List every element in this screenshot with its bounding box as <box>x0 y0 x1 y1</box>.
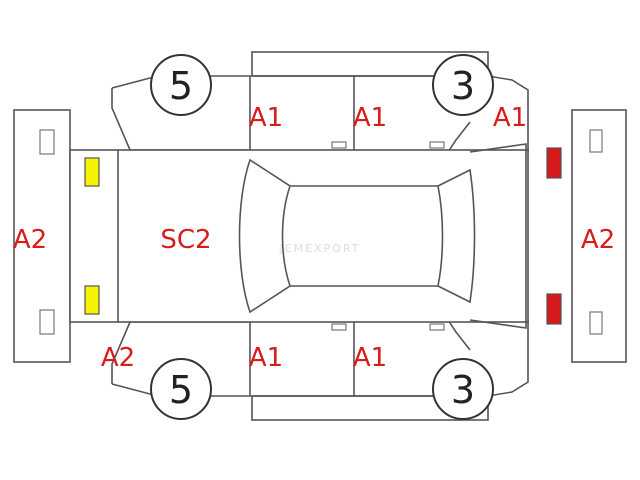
tire-top-right: 3 <box>432 54 494 116</box>
rear-bumper <box>571 109 627 363</box>
tire-bottom-left: 5 <box>150 358 212 420</box>
tire-number-top-right: 3 <box>451 64 475 108</box>
code-a1-bottom-left-door: A1 <box>249 343 283 373</box>
car-top-view <box>69 143 529 329</box>
code-a2-front-bumper: A2 <box>13 225 47 255</box>
headlight-marker-bottom <box>84 285 100 315</box>
code-a1-top-right-door: A1 <box>353 103 387 133</box>
taillight-marker-top <box>546 147 562 179</box>
code-sc2-hood: SC2 <box>160 225 211 255</box>
tire-bottom-right: 3 <box>432 358 494 420</box>
front-bumper <box>13 109 71 363</box>
tire-number-bottom-left: 5 <box>169 368 193 412</box>
code-a2-bottom-left-corner: A2 <box>101 343 135 373</box>
code-a1-bottom-right-door: A1 <box>353 343 387 373</box>
watermark: JEMEXPORT <box>278 242 360 255</box>
headlight-marker-top <box>84 157 100 187</box>
code-a1-top-left-door: A1 <box>249 103 283 133</box>
tire-top-left: 5 <box>150 54 212 116</box>
tire-number-top-left: 5 <box>169 64 193 108</box>
tire-number-bottom-right: 3 <box>451 368 475 412</box>
taillight-marker-bottom <box>546 293 562 325</box>
code-a1-top-right-corner: A1 <box>493 103 527 133</box>
code-a2-rear-bumper: A2 <box>581 225 615 255</box>
